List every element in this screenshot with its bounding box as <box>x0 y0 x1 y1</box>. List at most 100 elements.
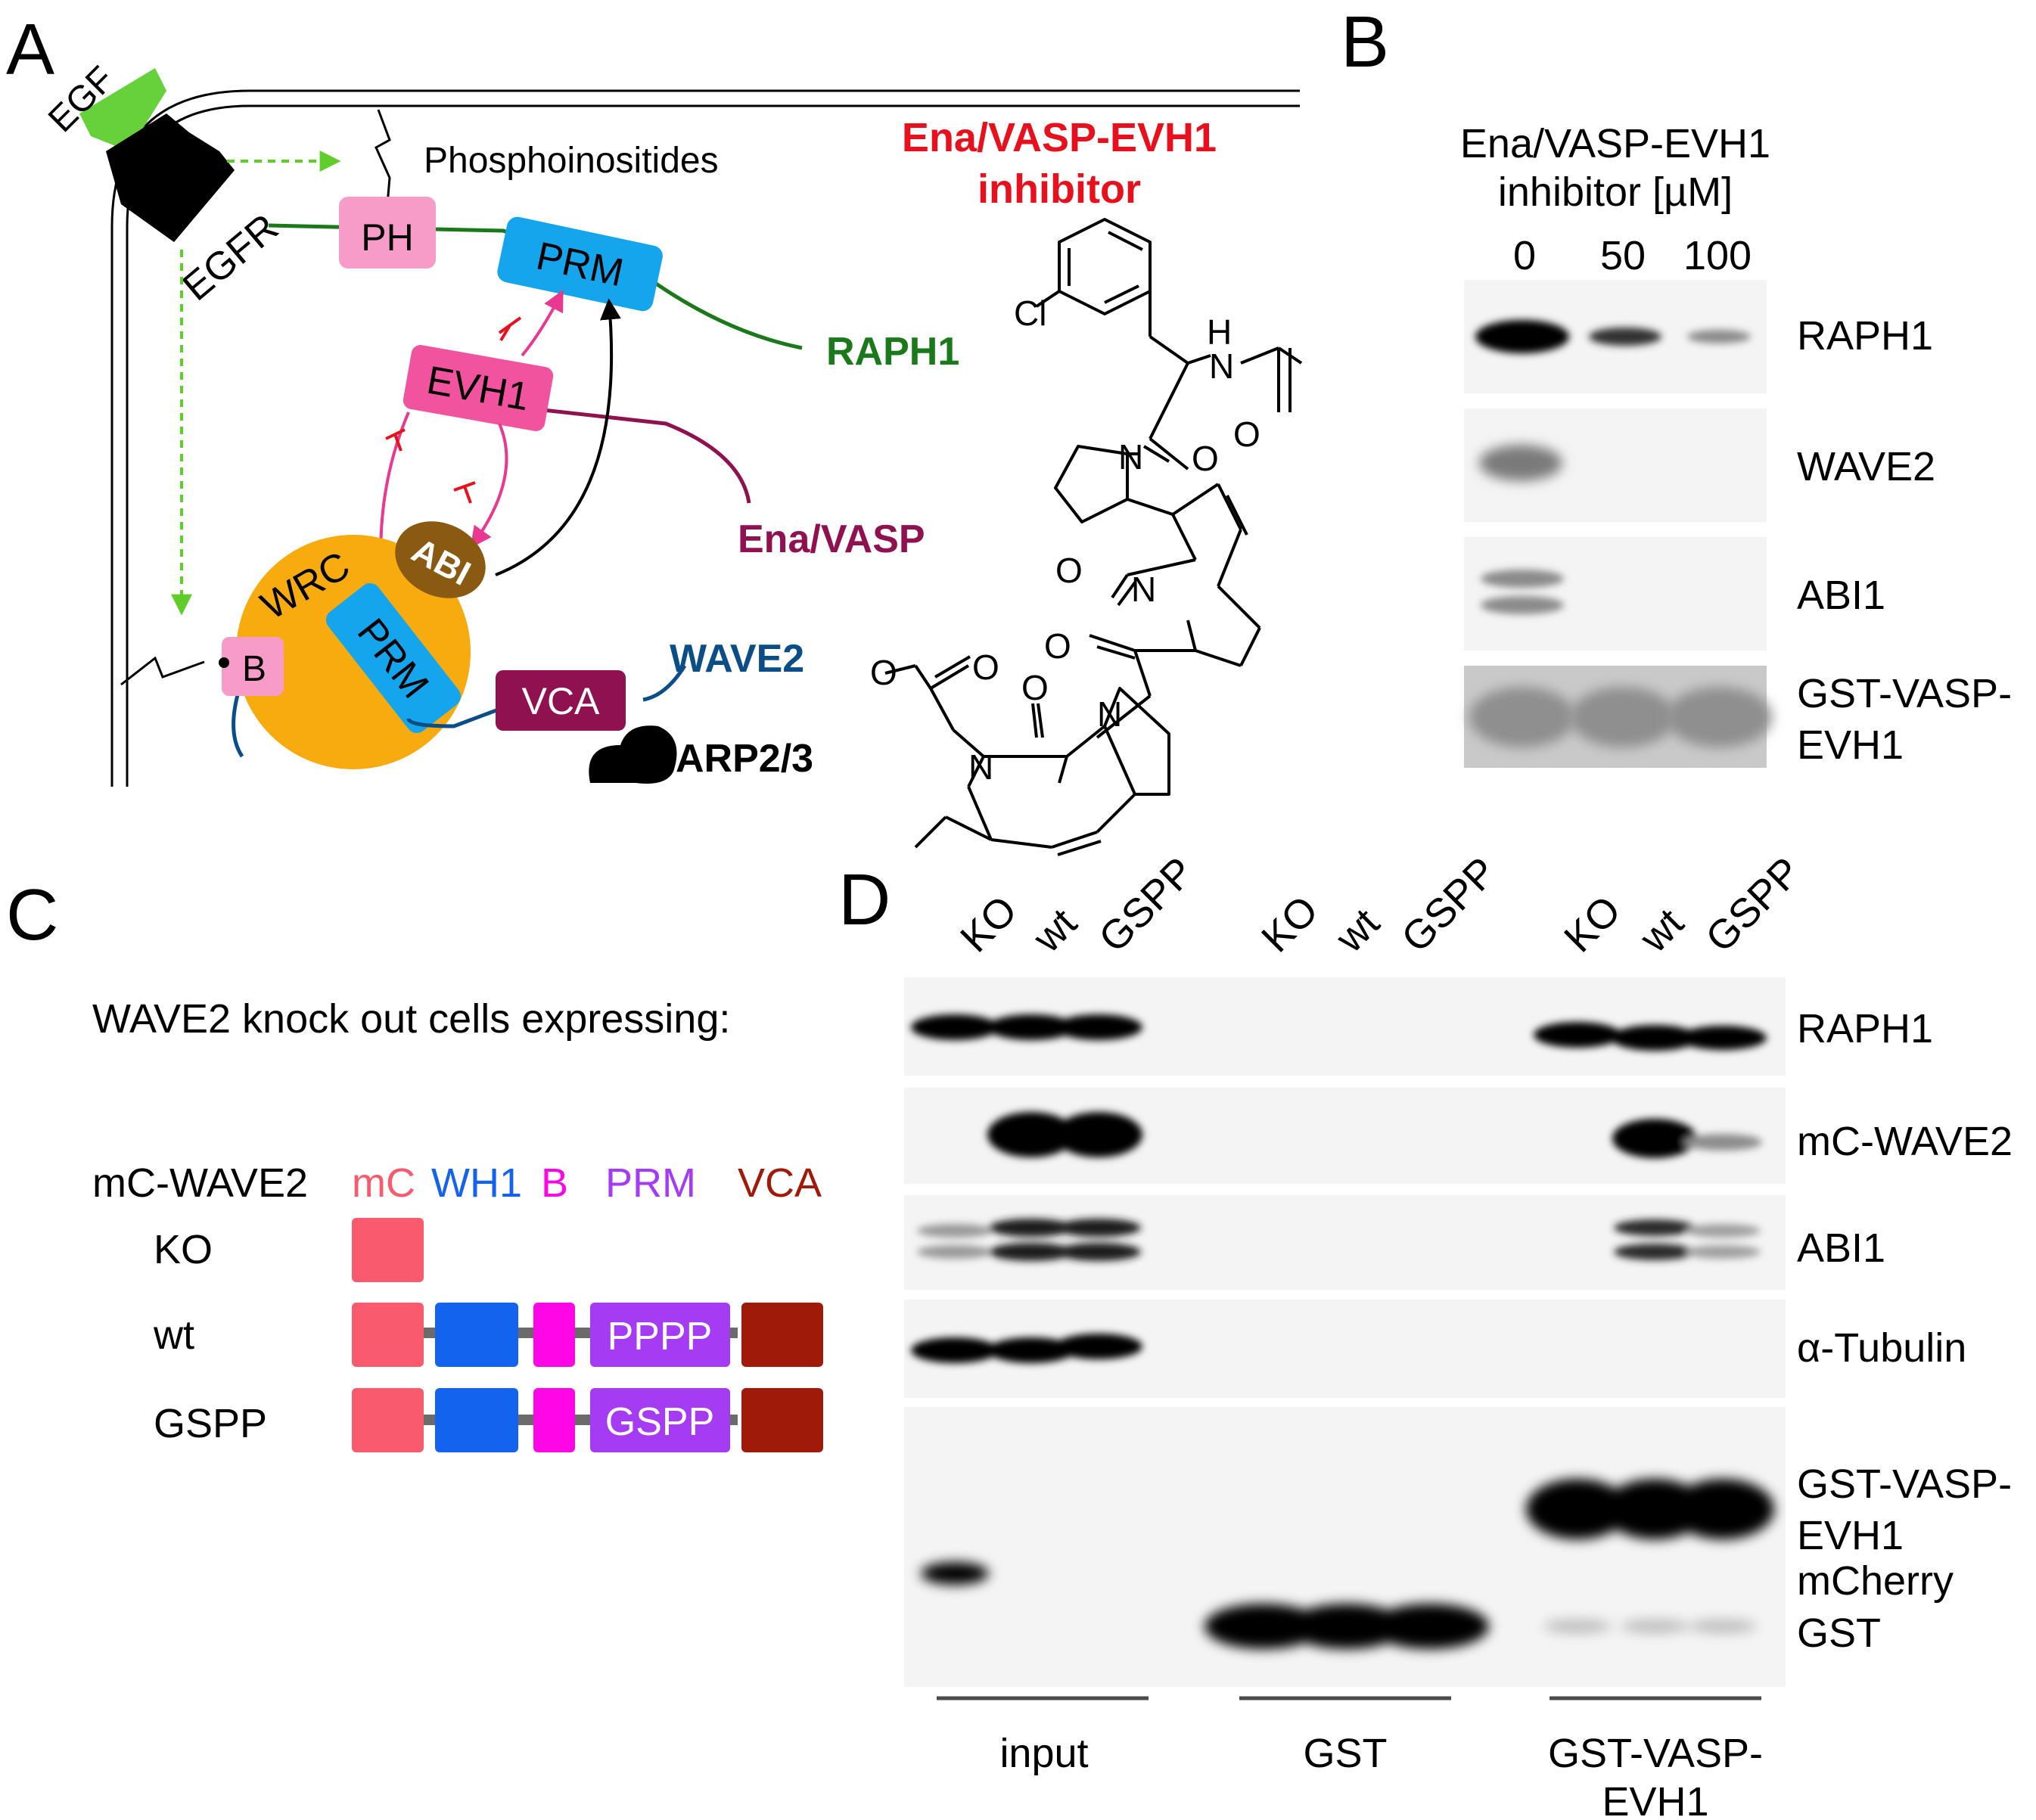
panel-c-title: WAVE2 knock out cells expressing: <box>92 996 730 1042</box>
wt-mc-domain <box>352 1303 424 1367</box>
inhibitor-atom-labels: Cl H N O N O O N O N O O O N <box>870 293 1260 787</box>
gspp-prm-text: GSPP <box>605 1400 715 1444</box>
lane-label: KO <box>1253 887 1327 961</box>
band <box>1479 445 1562 481</box>
gspp-vca-domain <box>741 1388 823 1452</box>
wt-b-domain <box>533 1303 575 1367</box>
b-domain <box>222 637 284 696</box>
group-gst-label: GST <box>1303 1731 1387 1776</box>
abi-subunit <box>395 521 486 598</box>
band <box>1481 596 1564 614</box>
construct-label: mC-WAVE2 <box>92 1160 308 1206</box>
lane-label: GSPP <box>1090 849 1203 961</box>
bands-gst-panel <box>921 1479 1774 1649</box>
wt-prm-domain <box>590 1303 730 1367</box>
inhibitor-title-line1: Ena/VASP-EVH1 <box>902 115 1217 160</box>
group-gst-vasp-label-1: GST-VASP- <box>1548 1731 1763 1776</box>
bands-mc-wave2 <box>987 1112 1762 1158</box>
wt-vca-domain <box>741 1303 823 1367</box>
atom-o-ester-2: O <box>972 648 999 687</box>
row-ko-label: KO <box>154 1227 213 1272</box>
raph1-label: RAPH1 <box>826 330 959 374</box>
blot-d-label-gst-vasp: GST-VASP- <box>1797 1461 2012 1507</box>
gspp-b-domain <box>533 1388 575 1452</box>
evh1-to-prm-raph1-arrow <box>521 290 564 357</box>
atom-n-lower: N <box>1097 694 1122 734</box>
band <box>1570 687 1676 747</box>
prm-raph1-domain <box>497 216 663 312</box>
panel-d-label: D <box>838 859 891 940</box>
atom-n-azepine: N <box>968 747 993 787</box>
abi-to-prm-raph1-arrow <box>495 298 621 576</box>
domain-mc-label: mC <box>352 1160 415 1206</box>
row-gspp-label: GSPP <box>154 1401 267 1446</box>
basic-region-lipid <box>120 656 205 686</box>
panel-a: A EGF EGFR Phosphoinositides RAPH1 PH PR… <box>6 9 1303 856</box>
conc-50: 50 <box>1600 233 1646 278</box>
b-domain-label: B <box>242 649 266 689</box>
band <box>1589 328 1661 346</box>
blot-d-label-mc-wave2: mC-WAVE2 <box>1797 1119 2013 1164</box>
inhibitor-structure <box>884 218 1303 856</box>
cell-membrane-outer <box>110 89 1300 787</box>
ph-domain-label: PH <box>361 216 413 259</box>
panel-b-label: B <box>1341 2 1389 82</box>
blot-b-label-wave2: WAVE2 <box>1797 444 1935 489</box>
atom-o-azepine: O <box>1021 668 1049 707</box>
blot-d-label-abi1: ABI1 <box>1797 1225 1885 1271</box>
conc-0: 0 <box>1513 233 1536 278</box>
egf-ligand <box>79 68 166 151</box>
b-domain-dot <box>219 657 229 668</box>
panel-c-label: C <box>6 874 58 955</box>
bands-abi1 <box>917 1219 1761 1261</box>
phosphoinositide-lipid <box>375 109 391 205</box>
ena-vasp-line <box>529 406 751 504</box>
lane-label: wt <box>1024 900 1085 961</box>
panel-b: B Ena/VASP-EVH1 inhibitor [µM] 0 50 100 … <box>1341 2 2012 768</box>
lane-label: wt <box>1326 900 1388 961</box>
group-input-label: input <box>999 1731 1088 1776</box>
atom-o-upper: O <box>1192 439 1219 478</box>
band <box>1481 570 1564 588</box>
lane-label: KO <box>952 887 1026 961</box>
domain-b-label: B <box>541 1160 568 1206</box>
blot-b-label-raph1: RAPH1 <box>1797 313 1933 359</box>
gspp-wh1-domain <box>435 1388 518 1452</box>
blot-b-abi1 <box>1464 537 1767 651</box>
phosphoinositides-label: Phosphoinositides <box>424 141 719 181</box>
inhibition-mark-2 <box>385 428 406 452</box>
atom-h: H <box>1207 312 1232 352</box>
panel-d: D KO wt GSPP KO wt GSPP KO wt GSPP <box>838 849 2013 1820</box>
inhibition-mark-3 <box>453 481 476 504</box>
inhibitor-title-line2: inhibitor <box>978 166 1141 212</box>
ko-mc-domain <box>352 1218 424 1282</box>
atom-n-amide: N <box>1209 346 1234 386</box>
blot-d-label-tubulin: α-Tubulin <box>1797 1325 1966 1371</box>
atom-o-acetyl: O <box>1233 415 1260 454</box>
atom-n-pyrrolidine: N <box>1118 437 1143 477</box>
band <box>1687 330 1751 343</box>
blot-b-label-evh1: EVH1 <box>1797 722 1904 768</box>
blot-b-label-gst-vasp: GST-VASP- <box>1797 671 2012 716</box>
atom-o-lactam: O <box>1055 551 1083 590</box>
blot-d-label-raph1: RAPH1 <box>1797 1006 1933 1051</box>
evh1-to-abi-arrow <box>470 423 508 548</box>
inhibition-mark-1 <box>498 316 522 342</box>
row-wt-label: wt <box>153 1312 194 1358</box>
blot-d-abi1 <box>904 1195 1786 1290</box>
gspp-mc-domain <box>352 1388 424 1452</box>
prm-wrc-domain <box>325 582 462 734</box>
wt-wh1-domain <box>435 1303 518 1367</box>
panel-b-header-line2: inhibitor [µM] <box>1498 169 1733 215</box>
blot-b-label-abi1: ABI1 <box>1797 573 1885 618</box>
lane-label: GSPP <box>1393 849 1506 961</box>
panel-c: C WAVE2 knock out cells expressing: mC-W… <box>6 874 823 1452</box>
band <box>1469 687 1575 747</box>
atom-cl: Cl <box>1014 293 1046 333</box>
wt-prm-text: PPPP <box>608 1315 713 1359</box>
conc-100: 100 <box>1683 233 1752 278</box>
arp23-label: ARP2/3 <box>676 737 813 781</box>
atom-o-ester-1: O <box>870 653 897 692</box>
wave2-line <box>232 664 687 758</box>
